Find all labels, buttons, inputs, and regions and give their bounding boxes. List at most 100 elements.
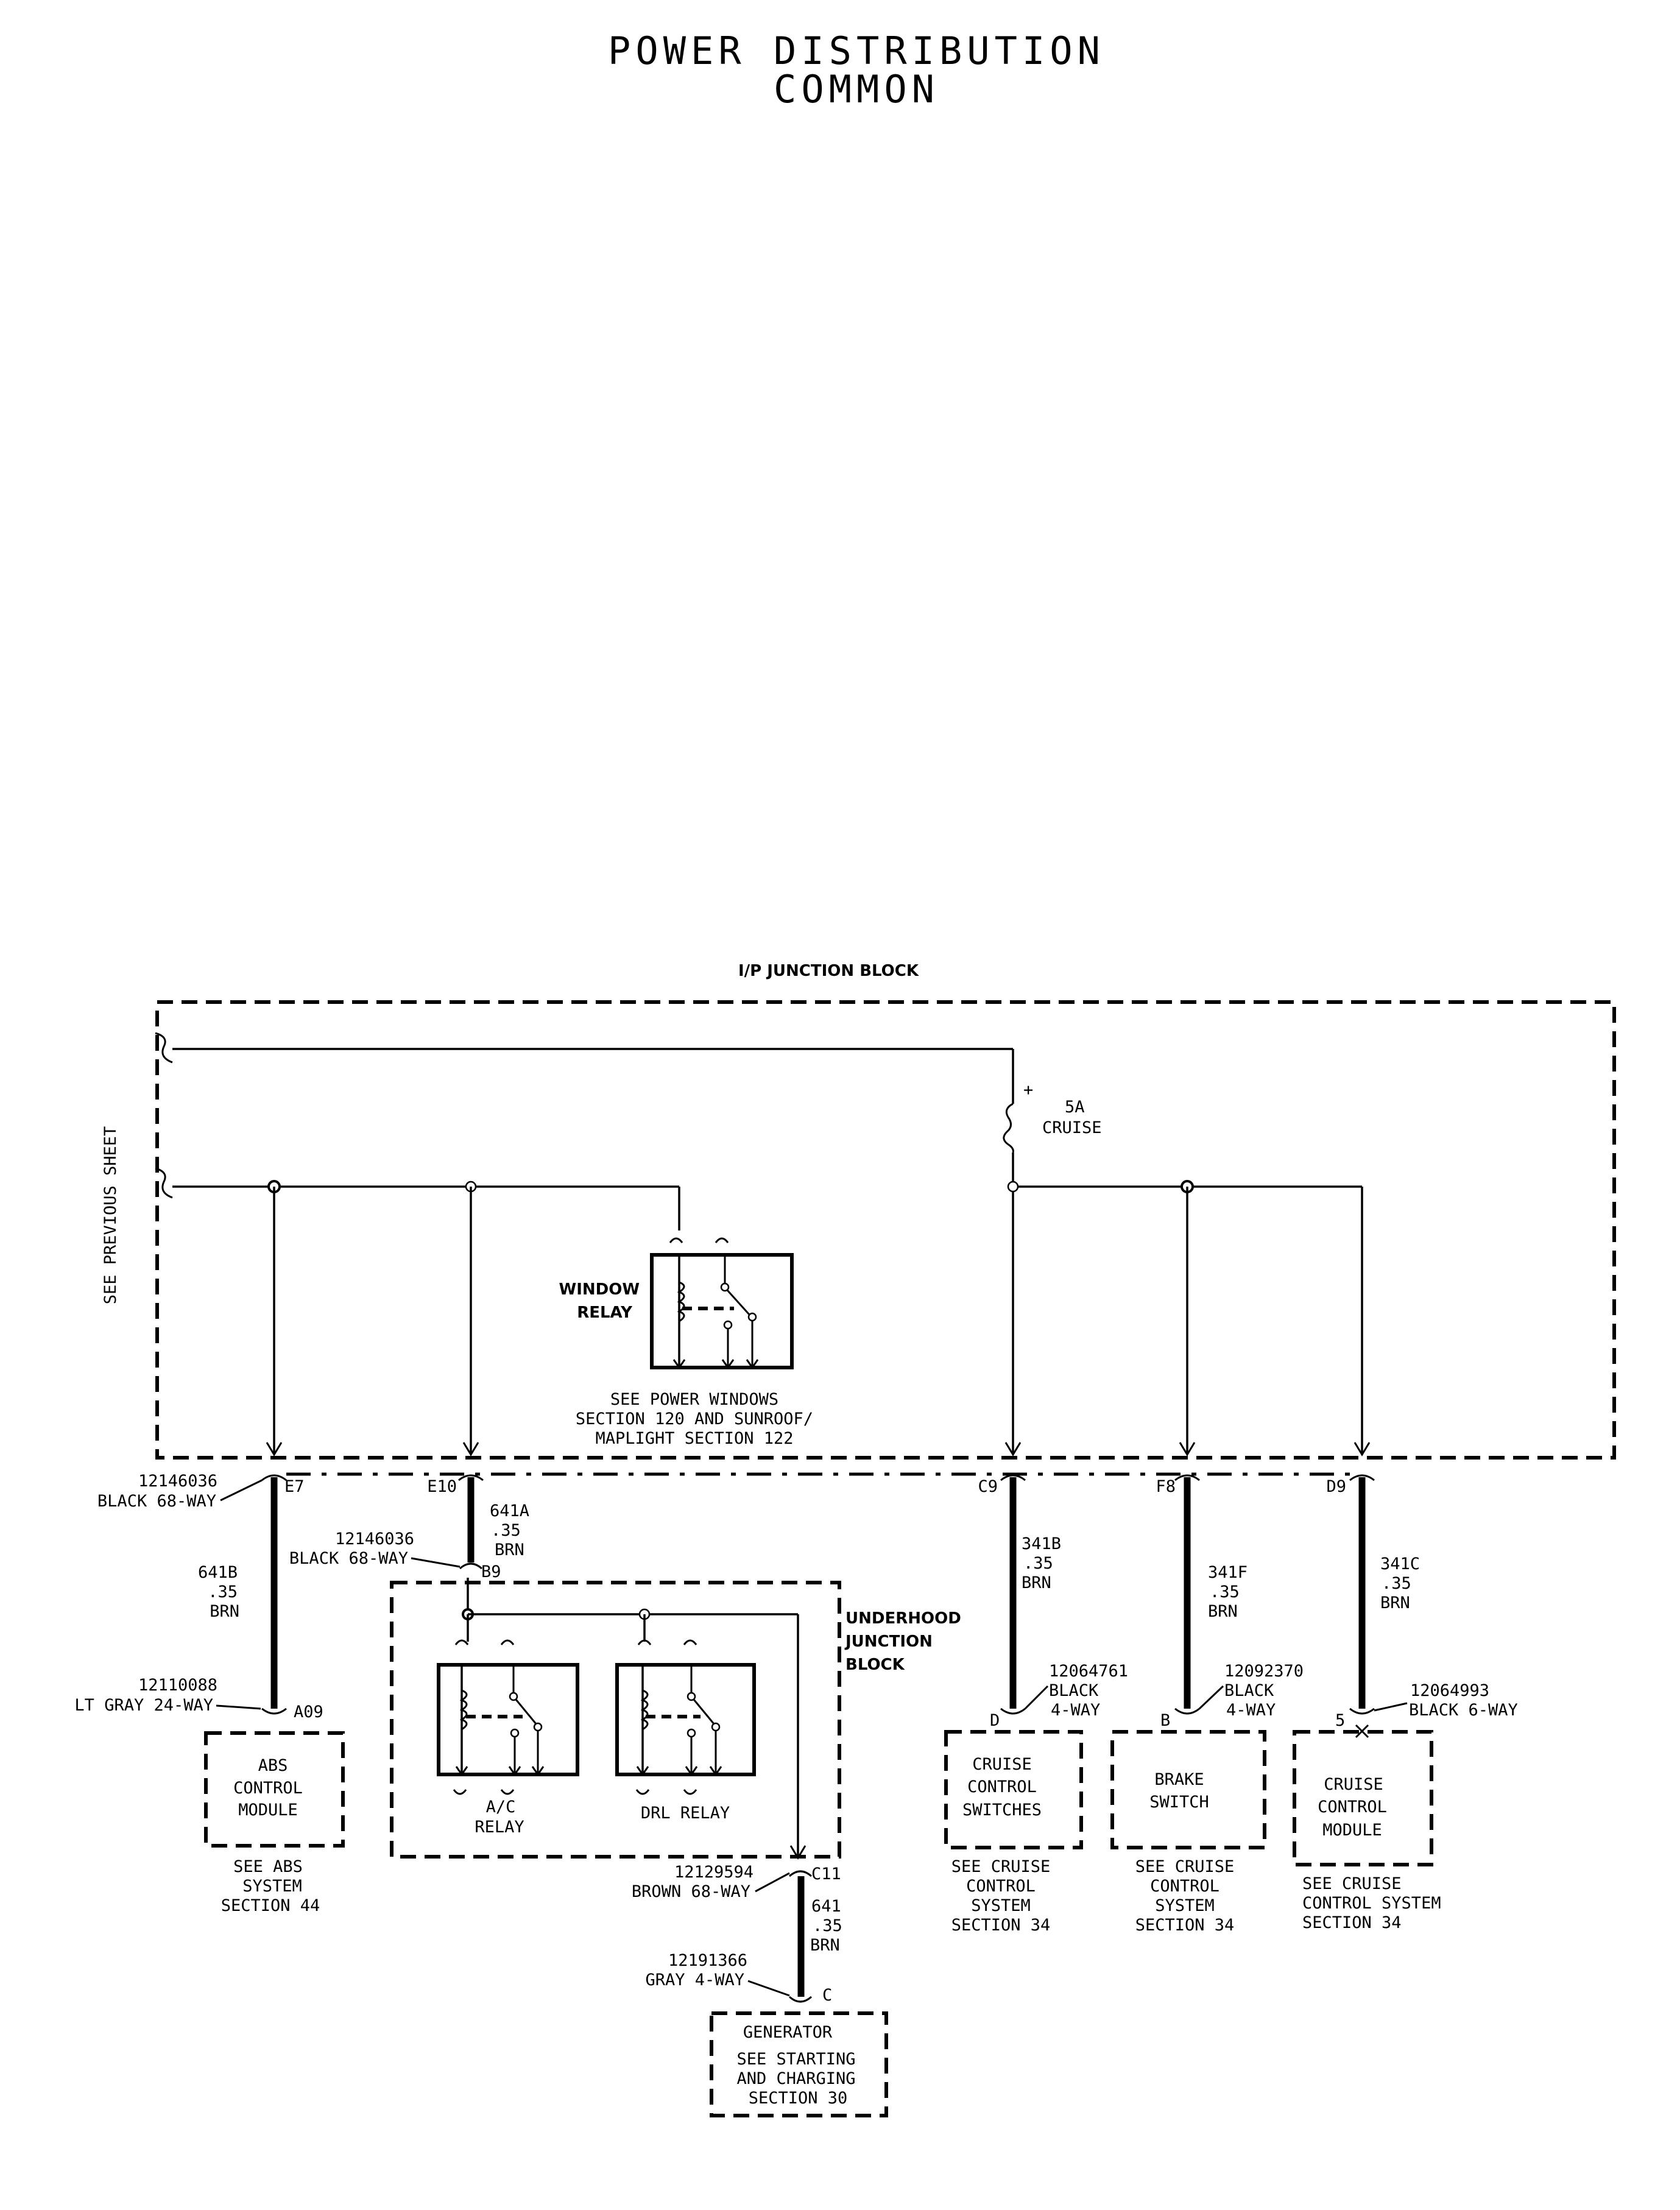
cruise-module-note-2: CONTROL SYSTEM: [1302, 1894, 1441, 1913]
abs-note-1: SEE ABS: [233, 1857, 303, 1876]
underhood-label-1: UNDERHOOD: [845, 1609, 961, 1628]
brake-switch-note-3: SYSTEM: [1155, 1896, 1215, 1915]
connector-e7-part: 12146036: [138, 1472, 217, 1491]
cruise-module-note-1: SEE CRUISE: [1302, 1874, 1402, 1893]
ac-relay-label-2: RELAY: [475, 1818, 524, 1837]
brake-switch-box: [1110, 1730, 1266, 1849]
connector-e7-desc: BLACK 68-WAY: [97, 1492, 216, 1511]
cruise-switches-note-4: SECTION 34: [951, 1916, 1051, 1935]
pin-break-c: [789, 1996, 812, 2003]
pin-break-e10: [458, 1474, 484, 1481]
pin-break-d: [1000, 1707, 1026, 1715]
see-previous-sheet-label: SEE PREVIOUS SHEET: [101, 1126, 120, 1305]
connector-b9-part: 12146036: [335, 1530, 414, 1548]
generator-note-3: SECTION 30: [749, 2089, 848, 2108]
wire-641b-id: 641B: [198, 1563, 238, 1582]
pin-b: B: [1160, 1711, 1170, 1730]
wire-641b-color: BRN: [210, 1602, 239, 1621]
brake-switch-note-1: SEE CRUISE: [1135, 1857, 1235, 1876]
connector-a09-desc: LT GRAY 24-WAY: [74, 1696, 213, 1715]
cruise-module-line1: CRUISE: [1324, 1775, 1383, 1794]
abs-control-module-box: [204, 1731, 345, 1848]
cruise-control-switches-box: [944, 1730, 1083, 1849]
connector-d-color: BLACK: [1049, 1681, 1099, 1700]
window-note-1: SEE POWER WINDOWS: [610, 1390, 778, 1409]
wire-341c-id: 341C: [1380, 1555, 1420, 1573]
brake-switch-note-4: SECTION 34: [1135, 1916, 1235, 1935]
connector-five-part: 12064993: [1410, 1681, 1489, 1700]
wire-641a-color: BRN: [495, 1541, 524, 1559]
pin-break-a09: [261, 1707, 287, 1715]
pin-d9: D9: [1326, 1477, 1346, 1496]
connector-b-part: 12092370: [1224, 1662, 1304, 1681]
input-break-1: [155, 1032, 173, 1064]
connector-a09-part: 12110088: [138, 1676, 217, 1695]
window-note-3: MAPLIGHT SECTION 122: [595, 1429, 793, 1448]
connector-d-leader: [1024, 1685, 1049, 1710]
brake-switch-note-2: CONTROL: [1150, 1877, 1219, 1896]
window-relay-label-1: WINDOW: [559, 1280, 640, 1299]
cruise-switches-line2: CONTROL: [967, 1778, 1037, 1796]
drl-relay-label: DRL RELAY: [641, 1804, 730, 1823]
underhood-label-2: JUNCTION: [844, 1633, 933, 1651]
wire-641-color: BRN: [810, 1936, 840, 1955]
cruise-switches-note-1: SEE CRUISE: [951, 1857, 1051, 1876]
brake-switch-line2: SWITCH: [1149, 1793, 1209, 1812]
cruise-switches-note-2: CONTROL: [966, 1877, 1036, 1896]
connector-b9-desc: BLACK 68-WAY: [289, 1549, 408, 1568]
window-relay-label-2: RELAY: [577, 1304, 633, 1322]
pin-break-five: [1349, 1707, 1375, 1715]
cruise-module-line3: MODULE: [1322, 1821, 1382, 1840]
wire-341c-color: BRN: [1380, 1594, 1410, 1612]
abs-module-line3: MODULE: [238, 1801, 298, 1820]
brake-switch-line1: BRAKE: [1154, 1770, 1204, 1789]
connector-c11-desc: BROWN 68-WAY: [632, 1882, 750, 1901]
pin-break-b9: [459, 1562, 482, 1570]
pin-c: C: [822, 1986, 832, 2005]
fuse-rating: 5A: [1065, 1098, 1085, 1117]
cruise-switches-line3: SWITCHES: [962, 1801, 1042, 1820]
connector-five-leader: [1374, 1702, 1408, 1712]
pin-break-c9: [1000, 1474, 1026, 1481]
connector-gen-desc: GRAY 4-WAY: [645, 1971, 744, 1989]
wire-641a-id: 641A: [490, 1502, 529, 1520]
wire-341b-color: BRN: [1022, 1573, 1051, 1592]
ip-junction-block-label: I/P JUNCTION BLOCK: [738, 962, 919, 980]
connector-a09-leader: [216, 1704, 261, 1710]
connector-five-desc: BLACK 6-WAY: [1409, 1701, 1518, 1720]
cruise-module-line2: CONTROL: [1318, 1798, 1387, 1816]
abs-note-2: SYSTEM: [242, 1877, 302, 1896]
generator-note-1: SEE STARTING: [736, 2050, 855, 2069]
cruise-control-module-box: [1293, 1730, 1433, 1866]
wire-341f-color: BRN: [1208, 1602, 1238, 1621]
pin-break-d9: [1349, 1474, 1375, 1481]
arrow-e10: [462, 1442, 479, 1456]
wire-341f-id: 341F: [1208, 1563, 1248, 1582]
arrow-c9: [1004, 1442, 1022, 1456]
pin-f8: F8: [1156, 1477, 1176, 1496]
wire-341c-gauge: .35: [1382, 1574, 1411, 1593]
drl-relay: [615, 1639, 756, 1795]
connector-e7-leader: [220, 1479, 263, 1502]
connector-gen-part: 12191366: [668, 1951, 747, 1970]
fuse-polarity: +: [1023, 1081, 1033, 1100]
wire-341b-gauge: .35: [1023, 1554, 1053, 1573]
cruise-switches-line1: CRUISE: [972, 1755, 1032, 1774]
ac-relay-label-1: A/C: [486, 1798, 516, 1816]
pin-break-e7: [261, 1474, 287, 1481]
wire-641a-gauge: .35: [491, 1521, 521, 1540]
underhood-label-3: BLOCK: [845, 1656, 905, 1674]
wire-641-gauge: .35: [813, 1916, 842, 1935]
pin-e7: E7: [284, 1477, 305, 1496]
connector-b-color: BLACK: [1224, 1681, 1274, 1700]
window-relay: [650, 1237, 794, 1369]
splice-c9: [1007, 1181, 1019, 1193]
cruise-switches-note-3: SYSTEM: [971, 1896, 1031, 1915]
arrow-e7: [266, 1442, 283, 1456]
arrow-c11: [789, 1845, 806, 1860]
connector-d-part: 12064761: [1049, 1662, 1128, 1681]
generator-label: GENERATOR: [743, 2023, 833, 2042]
ip-junction-block-outline: [155, 1000, 1616, 1460]
pin-b9: B9: [481, 1562, 501, 1581]
